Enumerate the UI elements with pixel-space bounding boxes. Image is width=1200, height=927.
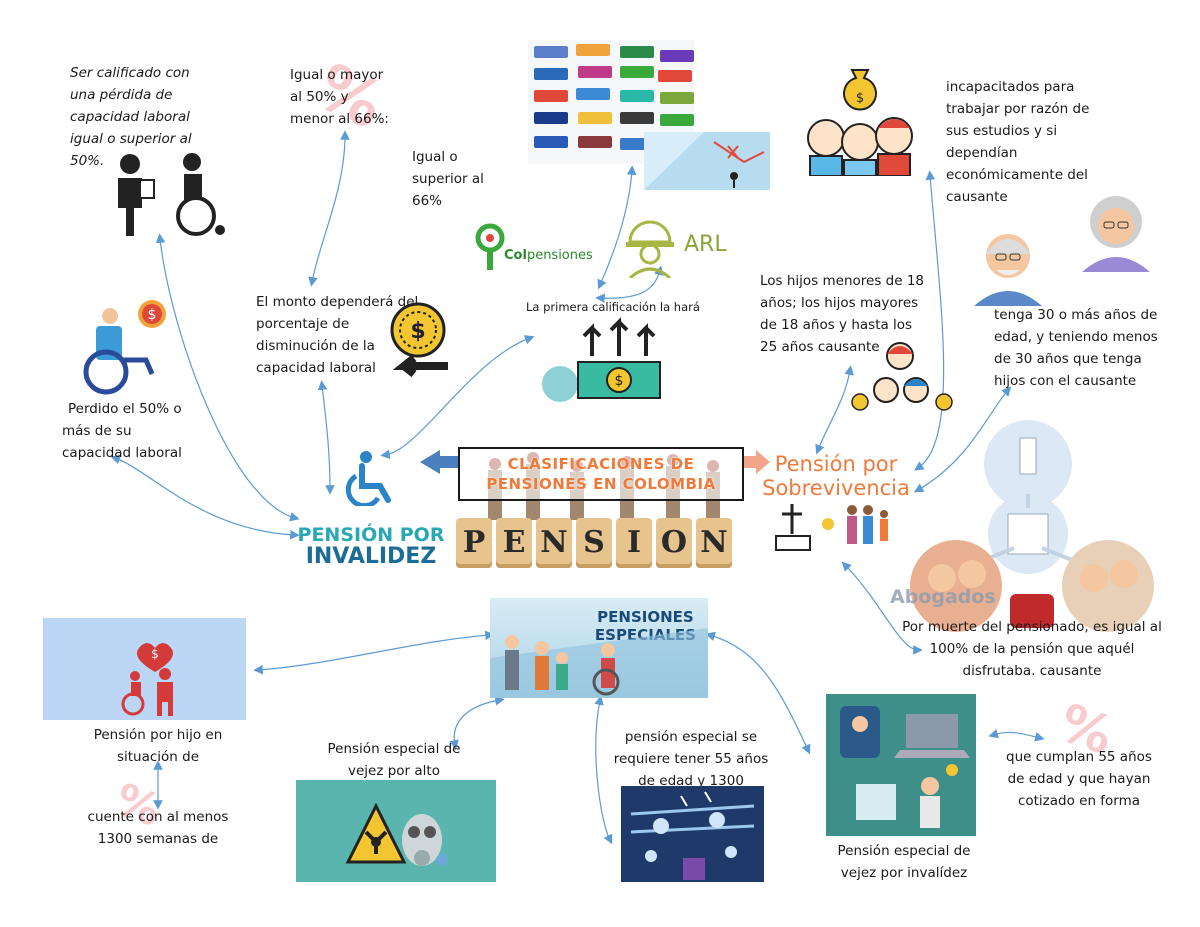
wheelchair-coin-icon: $ <box>83 300 166 395</box>
text-igual-mayor: Igual o mayor al 50% y menor al 66%: <box>290 67 389 127</box>
heart-wheelchair-icon: $ <box>121 643 173 716</box>
text-cumplan: que cumplan 55 años de edad y que hayan … <box>1006 749 1152 809</box>
svg-text:$: $ <box>410 319 425 344</box>
grandfather-icon <box>974 234 1042 306</box>
watermark-text: Abogados <box>890 586 996 608</box>
text-alto: Pensión especial de vejez por alto <box>327 741 461 779</box>
seniors-family-illustration <box>490 628 708 698</box>
couples-network-image: Abogados <box>884 418 1174 638</box>
radiation-gasmask-icon <box>345 802 448 866</box>
pension-blocks: P E N S I O N <box>448 518 738 576</box>
connector-esp-hijo <box>253 630 495 675</box>
connector-invalidez-perdido <box>110 455 300 540</box>
coin-arrow-icon: $ <box>390 302 448 378</box>
text-primera: La primera calificación la hará <box>526 300 700 314</box>
text-muerte: Por muerte del pensionado, es igual al 1… <box>902 619 1162 679</box>
connector-sob-hijos <box>815 365 854 455</box>
alto-riesgo-panel <box>296 780 496 882</box>
grandmother-icon <box>1082 196 1150 272</box>
balance-panel <box>621 786 764 882</box>
letter-block: P <box>456 518 492 568</box>
time-balance-icon <box>630 791 755 880</box>
connector-monto-igual <box>308 130 350 287</box>
text-incapacitados: incapacitados para trabajar por razón de… <box>946 79 1090 205</box>
text-tenga: tenga 30 o más años de edad, y teniendo … <box>994 307 1158 389</box>
letter-block: O <box>656 518 692 568</box>
text-perdido: Perdido el 50% o más de su capacidad lab… <box>62 401 182 461</box>
falling-chart-image <box>644 132 770 190</box>
text-cuente: cuente con al menos 1300 semanas de <box>87 809 229 847</box>
text-hijos: Los hijos menores de 18 años; los hijos … <box>760 273 925 355</box>
doctor-laptop-icon <box>840 706 970 828</box>
svg-text:$: $ <box>615 373 624 389</box>
letter-block: E <box>496 518 532 568</box>
text-requiere: pensión especial se requiere tener 55 añ… <box>613 729 769 789</box>
invalidez-title: PENSIÓN POR INVALIDEZ <box>297 524 445 569</box>
letter-block: N <box>696 518 732 568</box>
svg-text:$: $ <box>856 91 864 106</box>
sobrevivencia-title: Pensión por Sobrevivencia <box>762 452 910 500</box>
text-igual-superior: Igual o superior al 66% <box>412 149 484 209</box>
letter-block: S <box>576 518 612 568</box>
connector-icon-monto <box>317 380 335 495</box>
disability-assessment-icon <box>118 153 225 236</box>
left-arrow <box>420 450 460 474</box>
svg-text:$: $ <box>151 647 159 661</box>
wheelchair-accessibility-icon <box>345 451 391 506</box>
connector-vejez-cumplan <box>988 729 1045 742</box>
arl-logo: ARL <box>622 214 742 280</box>
especiales-panel: PENSIONES ESPECIALES <box>490 598 708 698</box>
text-vejez-invalidez: Pensión especial de vejez por invalídez <box>837 843 971 881</box>
main-title: CLASIFICACIONES DE PENSIONES EN COLOMBIA <box>458 447 744 501</box>
svg-text:$: $ <box>148 307 157 323</box>
grave-family-icon <box>775 504 888 551</box>
medical-collage-panel <box>826 694 976 836</box>
family-money-bag-icon: $ <box>807 69 913 176</box>
text-monto: El monto dependerá del porcentaje de dis… <box>256 294 419 376</box>
letter-block: I <box>616 518 652 568</box>
text-hijo: Pensión por hijo en situación de <box>93 727 223 765</box>
especiales-title-1: PENSIONES <box>597 608 694 626</box>
children-money-icon <box>851 342 953 411</box>
money-growth-icon: $ <box>542 317 661 402</box>
arl-label: ARL <box>684 232 727 257</box>
colpensiones-logo: Colpensiones <box>474 222 596 272</box>
letter-block: N <box>536 518 572 568</box>
text-calificado: Ser calificado con una pérdida de capaci… <box>70 65 192 169</box>
eps-logos-collage <box>528 40 694 164</box>
hijo-invalido-panel: $ <box>43 618 246 720</box>
